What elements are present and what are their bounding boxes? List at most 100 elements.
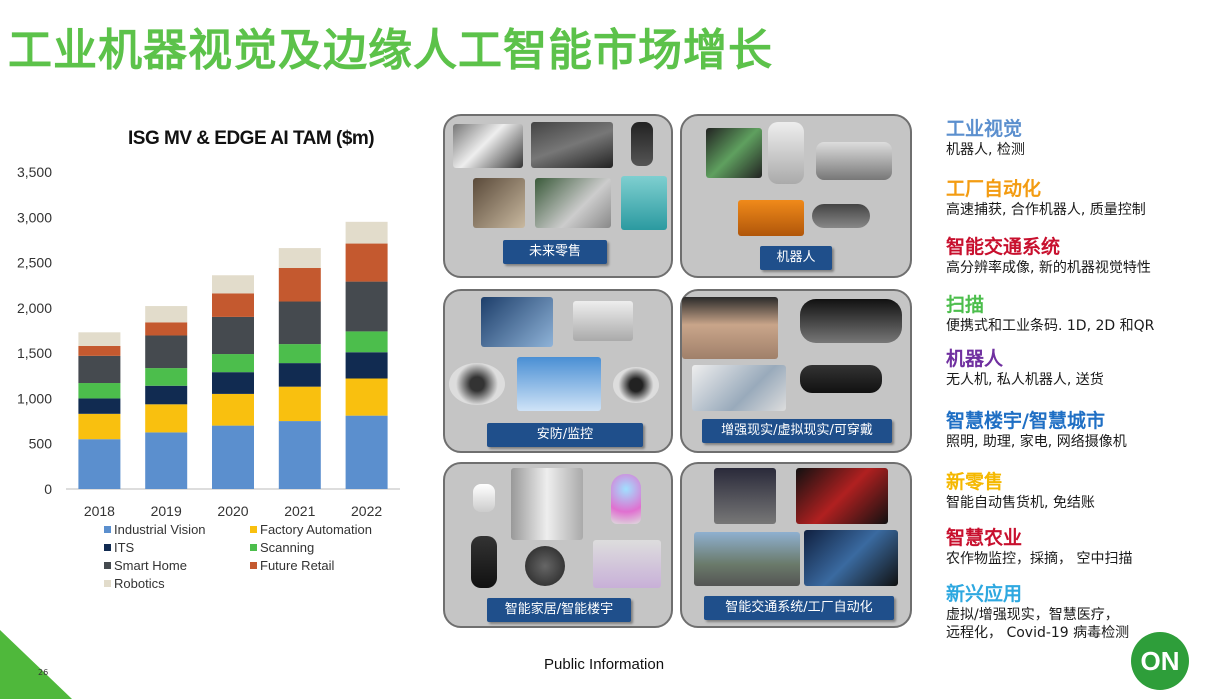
legend-swatch	[104, 580, 111, 587]
category-description: 机器人, 检测	[946, 142, 1025, 158]
dome-camera-photo	[449, 363, 505, 405]
bar-segment	[78, 345, 121, 356]
legend-label: Scanning	[260, 540, 315, 555]
legend-item: Industrial Vision	[104, 522, 206, 537]
legend-swatch	[104, 526, 111, 533]
legend-label: Factory Automation	[260, 522, 372, 537]
y-tick-label: 3,000	[17, 209, 52, 225]
industrial-camera-photo	[796, 468, 888, 524]
tile-label: 智能家居/智能楼宇	[487, 598, 631, 622]
bar-segment	[145, 432, 188, 489]
humanoid-robot-photo	[768, 122, 804, 184]
category-item: 智慧楼宇/智慧城市照明, 助理, 家电, 网络摄像机	[946, 409, 1127, 451]
legend-label: Industrial Vision	[114, 522, 206, 537]
bar-segment	[78, 398, 121, 414]
eyewear-photo	[800, 365, 882, 393]
bar-segment	[345, 378, 388, 416]
category-item: 新兴应用虚拟/增强现实，智慧医疗，远程化， Covid-19 病毒检测	[946, 582, 1129, 642]
ceiling-camera-photo	[613, 367, 659, 403]
car-photo	[816, 142, 892, 180]
legend-item: Future Retail	[250, 558, 334, 573]
bar-segment	[278, 344, 321, 364]
kiosk-photo	[535, 178, 611, 228]
category-title: 新零售	[946, 471, 1004, 493]
vending-machine-photo	[621, 176, 667, 230]
category-item: 智慧农业农作物监控，採摘， 空中扫描	[946, 526, 1132, 568]
smart-speaker-photo	[471, 536, 497, 588]
bar-segment	[78, 383, 121, 399]
vr-headset-photo	[800, 299, 902, 343]
delivery-robot-photo	[738, 200, 804, 236]
bar-segment	[345, 243, 388, 282]
checkout-photo	[473, 178, 525, 228]
street-photo	[694, 532, 800, 586]
y-tick-label: 3,500	[17, 164, 52, 180]
slide-title: 工业机器视觉及边缘人工智能市场增长	[8, 25, 773, 76]
category-title: 智能交通系统	[946, 236, 1061, 258]
category-item: 智能交通系统高分辨率成像, 新的机器视觉特性	[946, 235, 1151, 277]
category-description: 照明, 助理, 家电, 网络摄像机	[946, 434, 1127, 450]
category-description: 远程化， Covid-19 病毒检测	[946, 625, 1130, 641]
bar-segment	[212, 393, 254, 426]
tile-security: 安防/监控	[443, 289, 673, 453]
x-tick-label: 2019	[151, 503, 182, 519]
legend-item: ITS	[104, 540, 134, 555]
category-title: 机器人	[946, 348, 1004, 370]
category-title: 扫描	[946, 294, 985, 316]
category-description: 高分辨率成像, 新的机器视觉特性	[946, 260, 1151, 276]
tile-label: 增强现实/虚拟现实/可穿戴	[702, 419, 892, 443]
category-item: 机器人无人机, 私人机器人, 送货	[946, 347, 1104, 389]
bar-segment	[278, 386, 321, 422]
bar-segment	[78, 355, 121, 384]
category-description: 无人机, 私人机器人, 送货	[946, 372, 1104, 388]
y-tick-label: 1,000	[17, 390, 52, 406]
bar-segment	[145, 404, 188, 433]
scanner-photo	[453, 124, 523, 168]
legend-swatch	[250, 526, 257, 533]
category-title: 工业视觉	[946, 118, 1023, 140]
chart-title: ISG MV & EDGE AI TAM ($m)	[128, 128, 375, 149]
bar-segment	[345, 331, 388, 353]
bar-segment	[145, 322, 188, 336]
bar-segment	[212, 316, 254, 355]
bar-segment	[212, 293, 254, 317]
smart-bulb-photo	[611, 474, 641, 524]
tile-smart-home: 智能家居/智能楼宇	[443, 462, 673, 628]
category-description: 便携式和工业条码. 1D, 2D 和QR	[946, 318, 1155, 334]
category-title: 智慧楼宇/智慧城市	[946, 410, 1105, 432]
barcode-scanner-photo	[631, 122, 653, 166]
legend-swatch	[104, 544, 111, 551]
on-semi-logo: ON	[1131, 632, 1189, 690]
category-item: 新零售智能自动售货机, 免结账	[946, 470, 1095, 512]
bar-segment	[278, 268, 321, 302]
tile-label: 智能交通系统/工厂自动化	[704, 596, 894, 620]
bar-segment	[278, 421, 321, 489]
x-tick-label: 2022	[351, 503, 382, 519]
category-description: 高速捕获, 合作机器人, 质量控制	[946, 202, 1146, 218]
corner-accent	[0, 630, 72, 699]
bar-segment	[145, 306, 188, 323]
x-tick-label: 2018	[84, 503, 115, 519]
footer-public-information: Public Information	[544, 656, 665, 673]
category-title: 工厂自动化	[946, 178, 1042, 200]
tile-its-factory: 智能交通系统/工厂自动化	[680, 462, 912, 628]
category-item: 扫描便携式和工业条码. 1D, 2D 和QR	[946, 293, 1154, 335]
tile-label: 未来零售	[503, 240, 607, 264]
category-description: 智能自动售货机, 免结账	[946, 495, 1095, 511]
y-tick-label: 500	[29, 436, 53, 452]
x-tick-label: 2021	[284, 503, 315, 519]
category-item: 工业视觉机器人, 检测	[946, 117, 1025, 159]
legend-label: ITS	[114, 540, 135, 555]
bar-segment	[278, 248, 321, 269]
tile-ar-vr: 增强现实/虚拟现实/可穿戴	[680, 289, 912, 453]
store-shelves-photo	[531, 122, 613, 168]
legend-label: Robotics	[114, 576, 165, 591]
x-tick-label: 2020	[217, 503, 248, 519]
bar-segment	[78, 332, 121, 346]
tile-robotics: 机器人	[680, 114, 912, 278]
bar-segment	[145, 335, 188, 369]
bar-segment	[278, 363, 321, 387]
traffic-camera-photo	[714, 468, 776, 524]
bar-segment	[78, 439, 121, 489]
